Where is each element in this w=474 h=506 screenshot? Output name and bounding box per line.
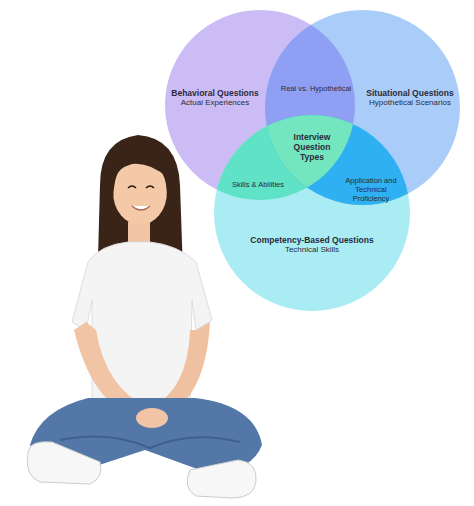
smile xyxy=(132,206,150,210)
overlap-region xyxy=(214,115,410,311)
circle-fill xyxy=(165,10,355,200)
circle-heading: Situational Questions xyxy=(365,88,455,98)
hands xyxy=(136,408,168,428)
circle-fill xyxy=(214,115,410,311)
eye xyxy=(128,186,136,188)
overlap-label: Application and Technical Proficiency xyxy=(336,176,406,203)
eye xyxy=(146,186,154,188)
circle-subtitle: Technical Skills xyxy=(232,245,392,255)
circle-heading: Behavioral Questions xyxy=(170,88,260,98)
hair-side xyxy=(140,140,175,200)
overlap-label: Skills & Abilities xyxy=(222,180,294,189)
overlap-region xyxy=(214,115,410,311)
shoe xyxy=(187,460,256,498)
overlap-label: Real vs. Hypothetical xyxy=(280,84,352,93)
center-label: Interview Question Types xyxy=(282,132,342,162)
center-region xyxy=(214,115,410,311)
circle-text: Behavioral QuestionsActual Experiences xyxy=(170,88,260,108)
hair-side xyxy=(105,140,140,200)
circle-subtitle: Hypothetical Scenarios xyxy=(365,98,455,108)
circle-text: Situational QuestionsHypothetical Scenar… xyxy=(365,88,455,108)
shoe xyxy=(27,442,101,484)
circle-text: Competency-Based QuestionsTechnical Skil… xyxy=(232,235,392,255)
circle-subtitle: Actual Experiences xyxy=(170,98,260,108)
jeans-fold xyxy=(60,436,240,448)
circle-fill xyxy=(265,10,460,205)
circle-heading: Competency-Based Questions xyxy=(232,235,392,245)
